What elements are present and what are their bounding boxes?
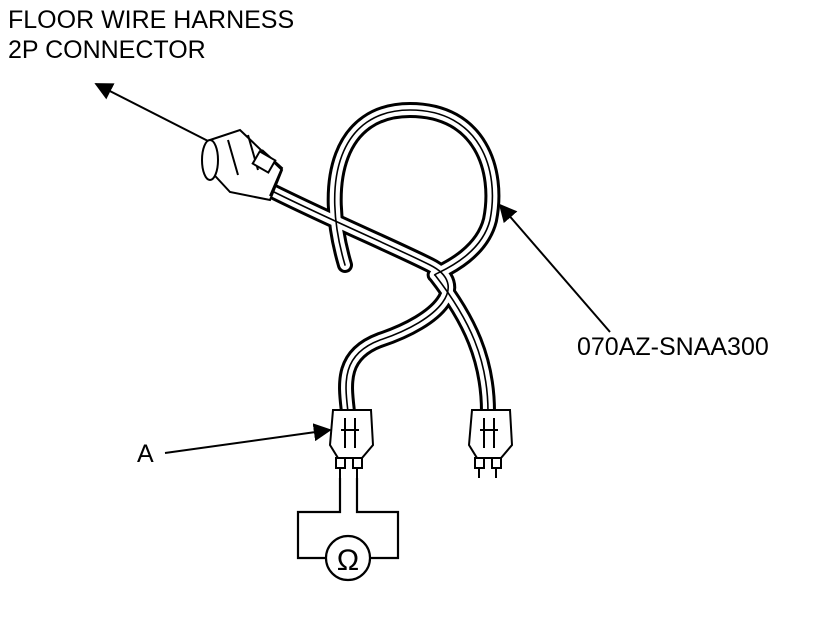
part-number-label: 070AZ-SNAA300 (577, 333, 769, 361)
floor-harness-connector (201, 128, 284, 202)
test-connector-a (328, 409, 375, 478)
callout-a-leader-arrow (164, 423, 332, 454)
connector-leader-arrow (94, 83, 211, 143)
ohmmeter-icon (324, 534, 372, 582)
part-number-leader-arrow (498, 203, 611, 333)
test-connector-b (467, 409, 514, 478)
callout-a-label: A (137, 440, 154, 468)
ohmmeter-circuit (296, 478, 400, 582)
connector-label-line2: 2P CONNECTOR (8, 36, 206, 64)
connector-label-line1: FLOOR WIRE HARNESS (8, 6, 294, 34)
ohm-symbol: Ω (337, 544, 359, 577)
